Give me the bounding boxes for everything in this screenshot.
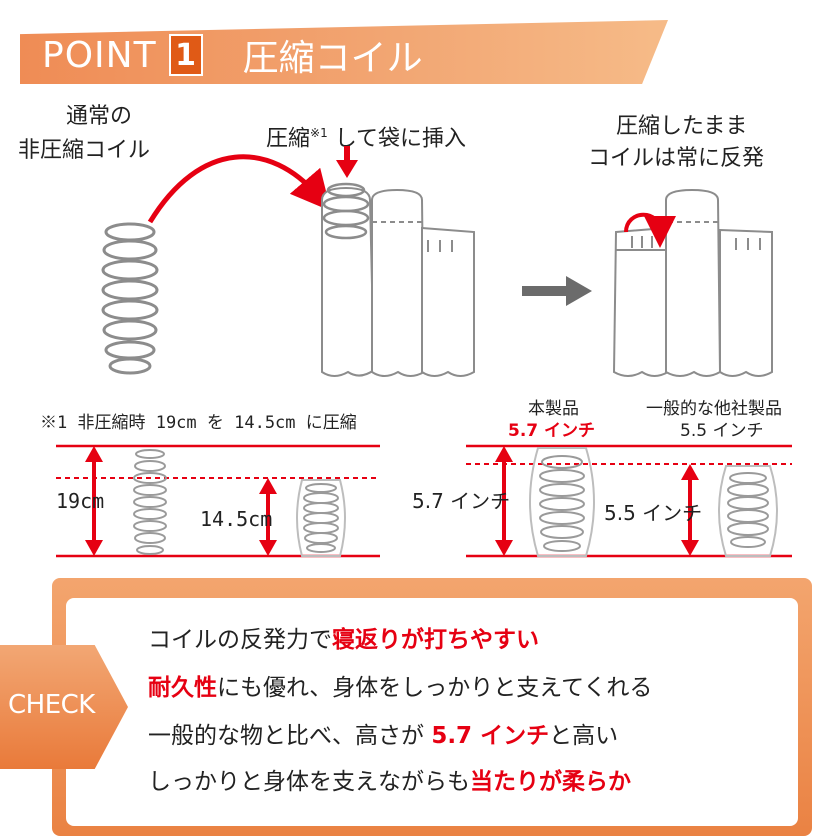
check-line-3-highlight: 5.7 インチ [431, 723, 550, 749]
check-line-2-tail: にも優れ、身体をしっかりと支えてくれる [217, 675, 653, 701]
compression-note: ※1 非圧縮時 19cm を 14.5cm に圧縮 [40, 413, 357, 433]
tall-coil-icon [133, 449, 167, 555]
other-height-label: 5.5 インチ [604, 501, 703, 525]
repulse-label-1: 圧縮したまま [616, 114, 748, 139]
check-tab-label: CHECK [8, 690, 95, 720]
point-label: POINT [42, 34, 157, 76]
next-step-arrow-icon [522, 276, 592, 306]
check-line-3-tail: と高い [549, 723, 619, 749]
coil-illustration [56, 146, 792, 558]
compressed-coil-inside-icon [322, 182, 370, 240]
repulsing-coil-bags-icon [612, 188, 773, 377]
page-title: 圧縮コイル [242, 38, 423, 79]
height-label-14cm: 14.5cm [200, 507, 273, 531]
insert-label-pre: 圧縮 [266, 126, 311, 152]
compress-arrow-icon [336, 146, 358, 178]
product-height-label: 5.7 インチ [412, 489, 511, 513]
check-line-3-text: 一般的な物と比べ、高さが [148, 723, 432, 749]
check-line-4-highlight: 当たりが柔らか [470, 769, 631, 795]
right-comparison-chart [466, 444, 792, 558]
point-number-badge: 1 [168, 34, 203, 76]
uncompressed-coil-icon [101, 222, 159, 375]
uncompressed-label-2: 非圧縮コイル [18, 138, 151, 163]
product-value: 5.7 インチ [508, 421, 596, 441]
repulse-label-2: コイルは常に反発 [588, 146, 765, 171]
repulse-arrow-icon [624, 212, 676, 248]
check-line-3: 一般的な物と比べ、高さが 5.7 インチと高い [148, 716, 618, 750]
product-coil-icon [529, 447, 595, 557]
other-label: 一般的な他社製品 [646, 399, 782, 419]
pocketed-short-coil-icon [296, 479, 346, 557]
other-value: 5.5 インチ [680, 421, 764, 441]
move-arrow-icon [147, 154, 332, 224]
insert-label: 圧縮※1 して袋に挿入 [266, 118, 466, 154]
check-line-4-text: しっかりと身体を支えながらも [148, 769, 470, 795]
height-arrow-other-icon [681, 464, 699, 556]
height-arrow-product-icon [495, 446, 513, 556]
header-title-row: POINT 1 圧縮コイル [42, 30, 423, 80]
other-coil-icon [718, 465, 778, 557]
insert-note-mark: ※1 [310, 126, 328, 140]
check-line-1: コイルの反発力で寝返りが打ちやすい [148, 620, 539, 654]
left-comparison-chart [56, 444, 380, 558]
check-line-2-highlight: 耐久性 [148, 675, 217, 701]
check-line-4: しっかりと身体を支えながらも当たりが柔らか [148, 762, 631, 796]
check-panel-content [66, 598, 798, 826]
check-line-1-text: コイルの反発力で [148, 627, 332, 653]
height-label-19cm: 19cm [56, 489, 105, 513]
pocket-coil-bags-icon [321, 186, 475, 377]
check-line-1-highlight: 寝返りが打ちやすい [332, 627, 539, 653]
height-arrow-19cm-icon [85, 446, 103, 556]
product-label: 本製品 [528, 399, 579, 419]
height-arrow-14cm-icon [259, 478, 277, 556]
check-line-2: 耐久性にも優れ、身体をしっかりと支えてくれる [148, 668, 652, 702]
uncompressed-label-1: 通常の [66, 104, 133, 129]
insert-label-post: して袋に挿入 [327, 126, 467, 152]
